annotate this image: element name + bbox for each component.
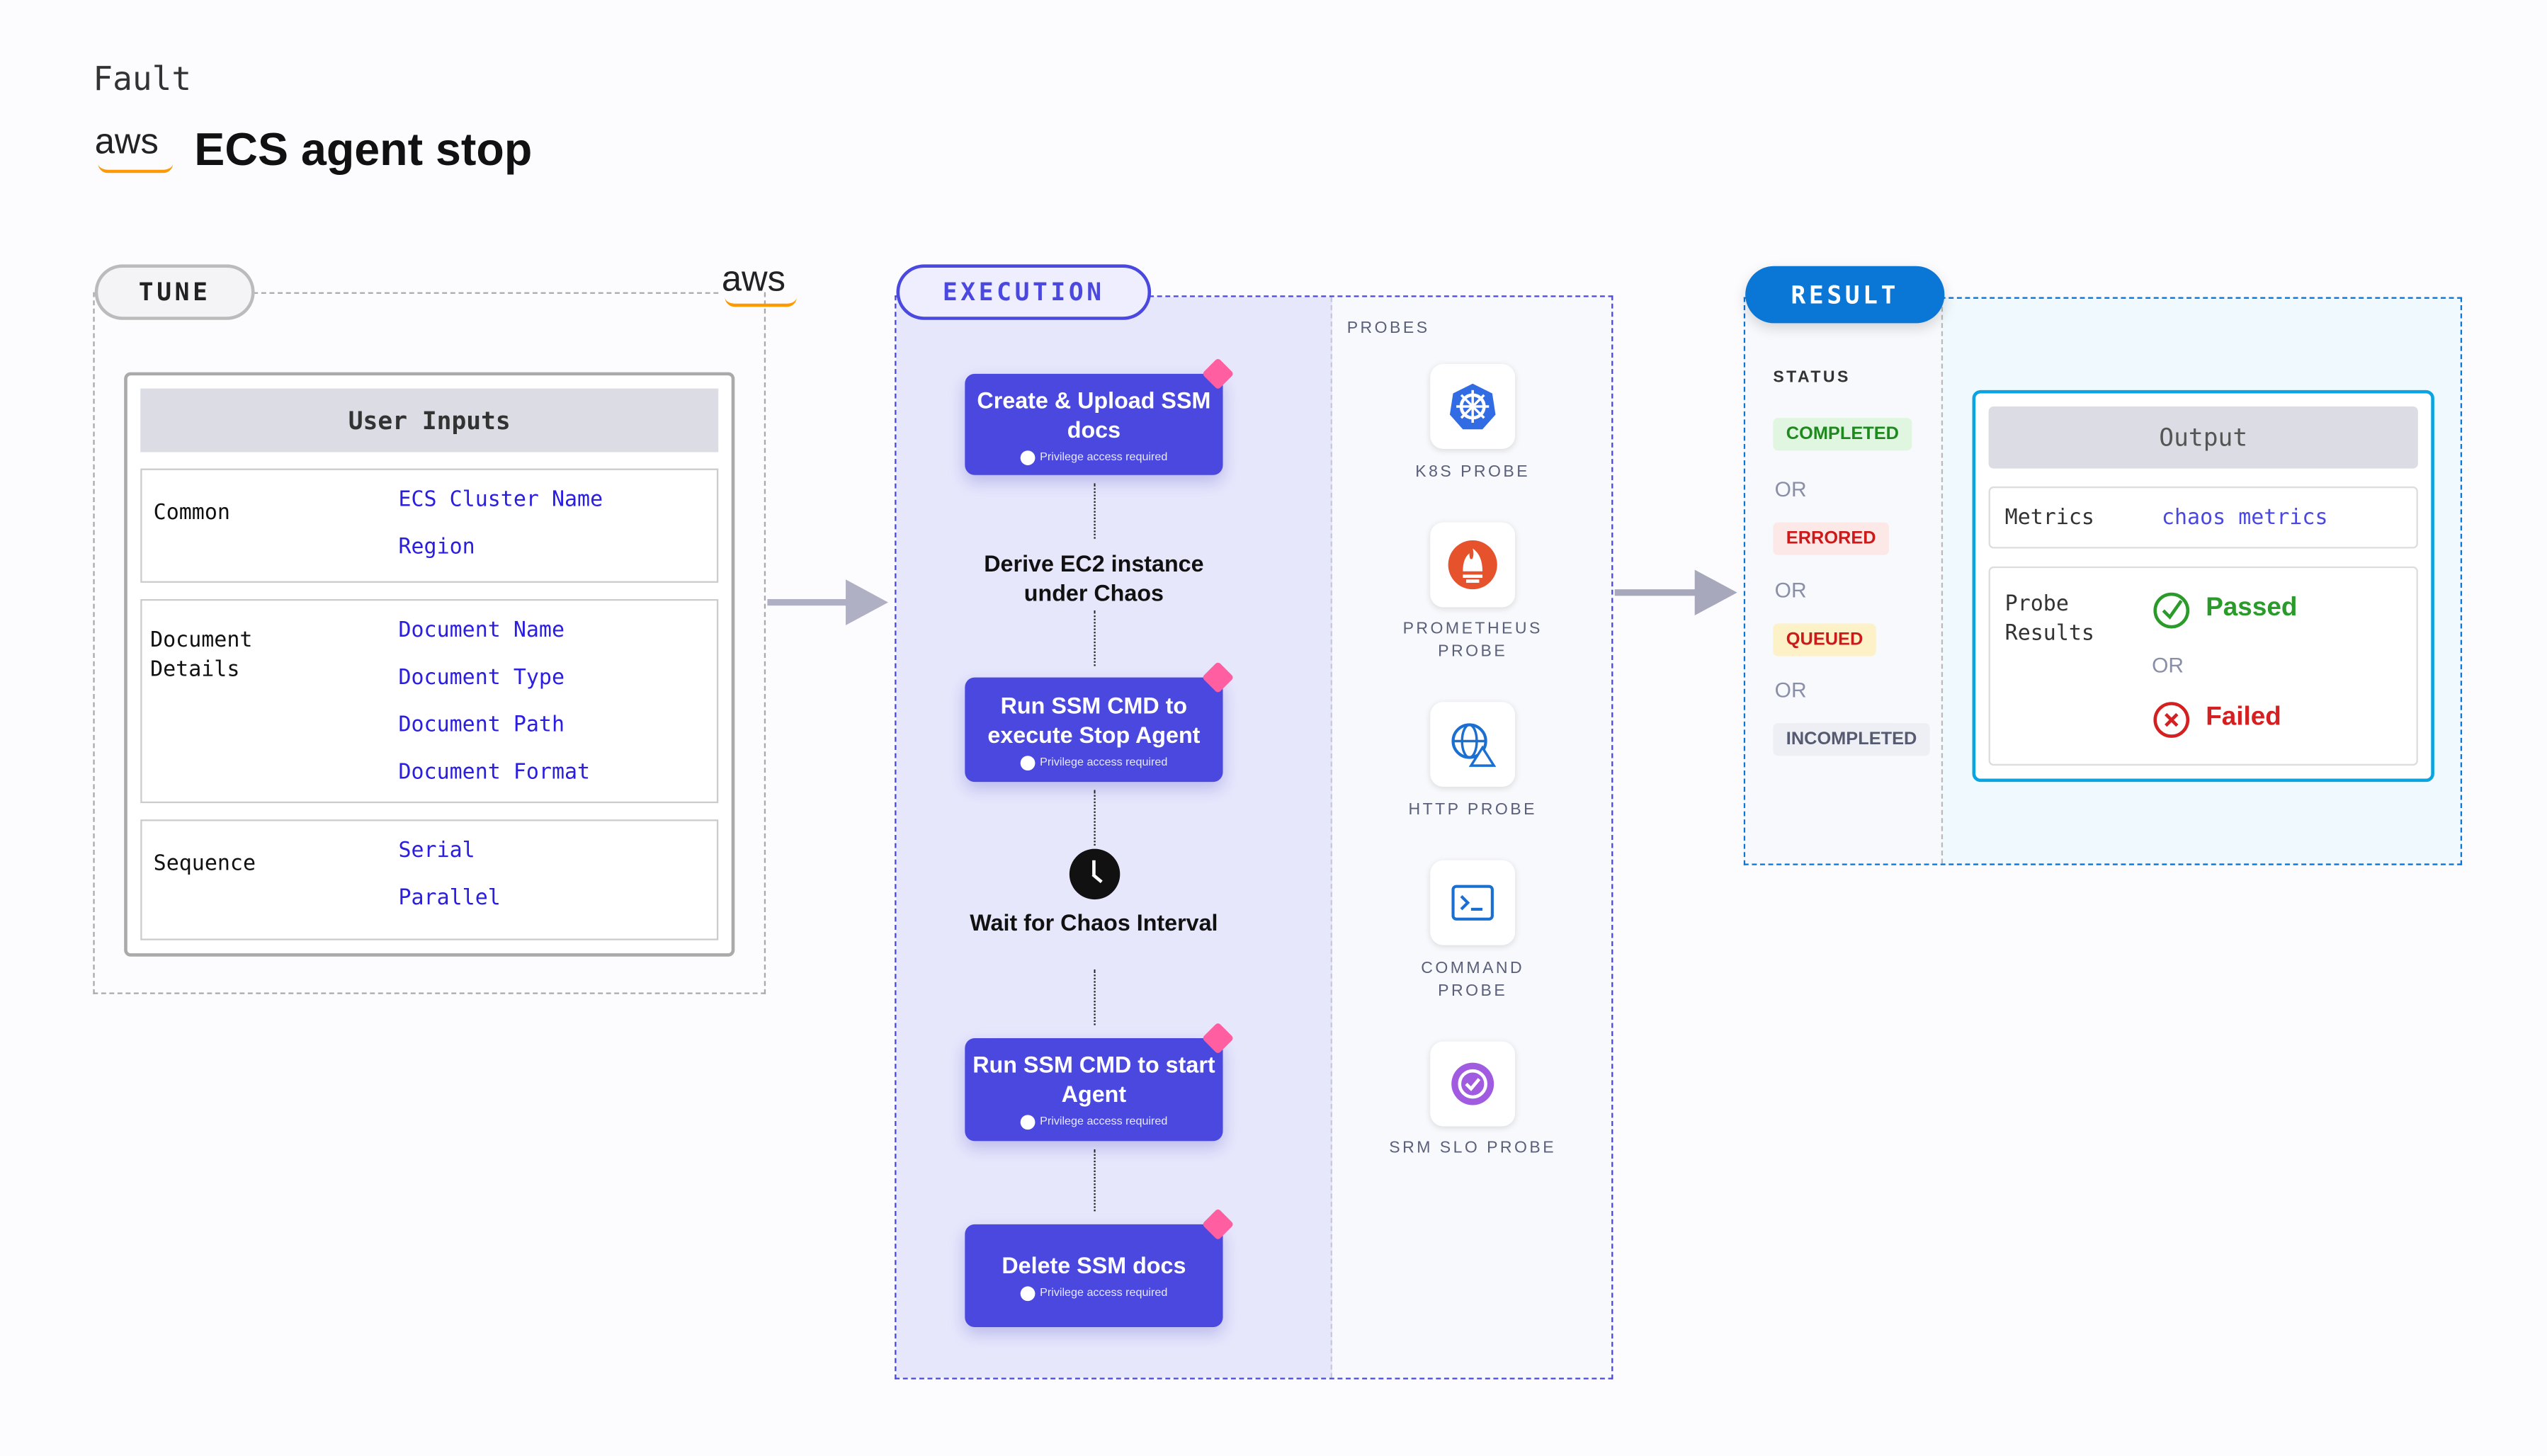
connector xyxy=(1094,790,1096,846)
metrics-row xyxy=(1988,486,2418,549)
slo-icon xyxy=(1430,1041,1516,1127)
result-label: RESULT xyxy=(1745,266,1945,324)
lock-icon xyxy=(1020,1115,1036,1130)
input-ecs-cluster-name: ECS Cluster Name xyxy=(398,488,603,513)
connector xyxy=(1094,969,1096,1025)
probe-label: COMMAND PROBE xyxy=(1421,960,1525,1001)
status-label: STATUS xyxy=(1773,368,1851,387)
arrow-head-icon xyxy=(1694,569,1737,616)
step-title: Run SSM CMD to start Agent xyxy=(972,1051,1215,1107)
group-label: Document Details xyxy=(150,628,253,683)
prometheus-icon xyxy=(1430,522,1516,608)
probes-label: PROBES xyxy=(1346,319,1430,339)
or-text: OR xyxy=(1774,677,1807,703)
metrics-label: Metrics xyxy=(2004,506,2094,531)
terminal-icon xyxy=(1430,860,1516,945)
step-create-upload-ssm-docs: Create & Upload SSM docs Privilege acces… xyxy=(965,358,1235,475)
step-title: Run SSM CMD to execute Stop Agent xyxy=(987,691,1201,747)
lock-icon xyxy=(1020,450,1036,465)
globe-icon xyxy=(1430,702,1516,787)
step-run-ssm-stop-agent: Run SSM CMD to execute Stop Agent Privil… xyxy=(965,661,1235,783)
status-queued: QUEUED xyxy=(1773,623,1876,656)
connector xyxy=(1094,483,1096,539)
input-group-document xyxy=(140,598,719,804)
aws-logo: aws xyxy=(721,258,786,299)
status-column xyxy=(1745,298,1944,864)
input-document-type: Document Type xyxy=(398,666,565,691)
x-circle-icon xyxy=(2153,702,2190,738)
group-label: Sequence xyxy=(153,852,256,877)
or-text: OR xyxy=(2152,653,2184,678)
input-document-format: Document Format xyxy=(398,761,591,785)
aws-logo: aws xyxy=(94,120,159,162)
lock-icon xyxy=(1020,1286,1036,1302)
failed-text: Failed xyxy=(2206,703,2281,732)
probe-results-label: Probe Results xyxy=(2004,592,2094,647)
input-serial: Serial xyxy=(398,838,475,864)
group-label: Common xyxy=(153,501,230,526)
check-circle-icon xyxy=(2153,592,2190,629)
arrow-execution-to-result xyxy=(1614,589,1700,596)
step-derive-ec2-instance: Derive EC2 instance under Chaos xyxy=(984,550,1204,606)
input-document-name: Document Name xyxy=(398,618,565,644)
step-note: Privilege access required xyxy=(1040,756,1168,768)
kubernetes-icon xyxy=(1430,364,1516,449)
probe-label: SRM SLO PROBE xyxy=(1389,1139,1557,1158)
step-title: Create & Upload SSM docs xyxy=(977,386,1211,442)
input-document-path: Document Path xyxy=(398,713,565,738)
status-incompleted: INCOMPLETED xyxy=(1773,723,1930,756)
tune-label: TUNE xyxy=(94,264,255,320)
status-completed: COMPLETED xyxy=(1773,418,1912,451)
tune-top-border xyxy=(253,292,719,294)
probe-label: K8S PROBE xyxy=(1415,463,1531,482)
step-run-ssm-start-agent: Run SSM CMD to start Agent Privilege acc… xyxy=(965,1022,1235,1142)
or-text: OR xyxy=(1774,578,1807,603)
aws-smile-icon xyxy=(725,297,797,307)
probe-label: HTTP PROBE xyxy=(1408,801,1537,820)
execution-label: EXECUTION xyxy=(896,264,1152,320)
lock-icon xyxy=(1020,755,1036,770)
user-inputs-header: User Inputs xyxy=(140,388,719,453)
step-note: Privilege access required xyxy=(1040,1116,1168,1128)
or-text: OR xyxy=(1774,477,1807,501)
probe-results-row xyxy=(1988,566,2418,766)
arrow-tune-to-execution xyxy=(767,598,849,606)
execution-steps-area xyxy=(896,297,1332,1378)
input-group-common xyxy=(140,468,719,583)
passed-text: Passed xyxy=(2206,594,2298,622)
status-errored: ERRORED xyxy=(1773,522,1890,555)
connector xyxy=(1094,610,1096,666)
probe-label: PROMETHEUS PROBE xyxy=(1402,620,1543,661)
page-title: ECS agent stop xyxy=(194,124,533,175)
step-wait-chaos-interval: Wait for Chaos Interval xyxy=(970,909,1218,935)
tune-section xyxy=(93,292,766,994)
input-group-sequence xyxy=(140,819,719,940)
step-note: Privilege access required xyxy=(1040,1287,1168,1299)
aws-smile-icon xyxy=(98,164,174,174)
arrow-head-icon xyxy=(846,579,888,625)
clock-icon xyxy=(1069,848,1121,900)
step-title: Delete SSM docs xyxy=(1002,1252,1186,1278)
kicker: Fault xyxy=(93,58,192,98)
step-note: Privilege access required xyxy=(1040,451,1168,463)
metrics-value: chaos metrics xyxy=(2161,506,2328,531)
connector xyxy=(1094,1149,1096,1212)
output-header: Output xyxy=(1988,406,2418,469)
input-region: Region xyxy=(398,535,475,560)
step-delete-ssm-docs: Delete SSM docs Privilege access require… xyxy=(965,1208,1235,1328)
input-parallel: Parallel xyxy=(398,886,501,911)
